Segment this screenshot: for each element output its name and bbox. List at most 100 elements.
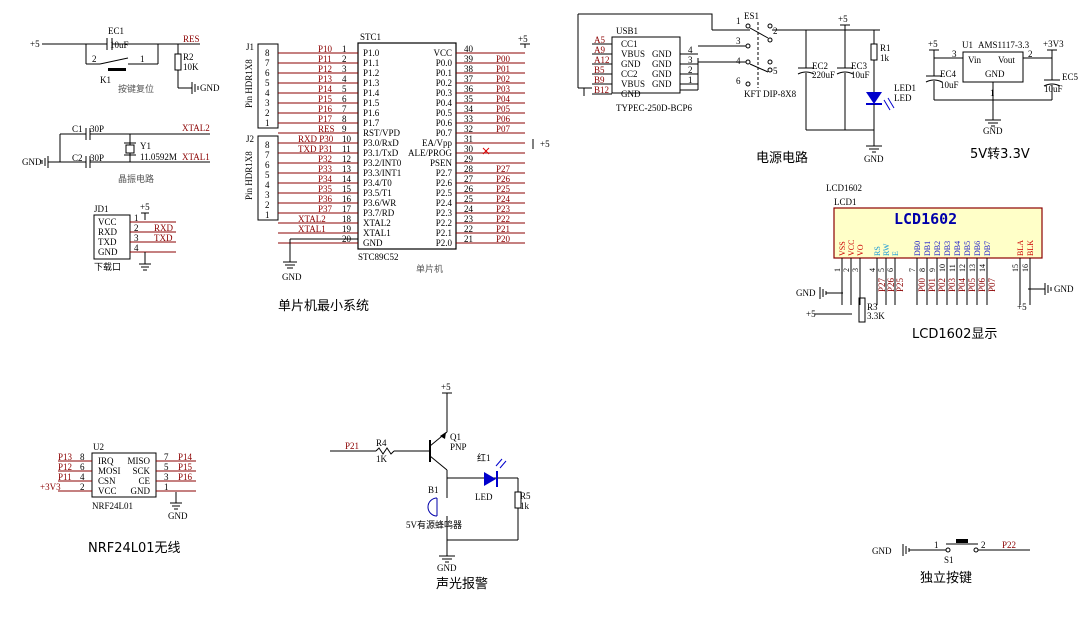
mcu-pin-number: 19: [342, 224, 352, 234]
lcd-net-label: P01: [927, 278, 937, 292]
lcd-net-label: P26: [886, 277, 896, 292]
reset-circuit: +5 EC1 10uF 2 1 K1 按键复位 RES R2 10K GND: [30, 26, 220, 94]
c2-value: 30P: [90, 153, 104, 163]
lcd-pin-name: DB4: [953, 241, 962, 256]
header-pin-number: 7: [265, 150, 270, 160]
lcd-net-label: P07: [987, 277, 997, 292]
alarm-caption: 声光报警: [436, 576, 488, 592]
mcu-pin-name: P2.3: [436, 208, 453, 218]
lcd-pin-number: 12: [958, 264, 967, 272]
lcd-pin-name: DB1: [923, 241, 932, 256]
svg-text:GND: GND: [437, 563, 457, 573]
mcu-pin-name: RST/VPD: [363, 128, 401, 138]
nrf-net-label: P13: [58, 452, 73, 462]
mcu-pin-number: 33: [464, 114, 474, 124]
header-pin-number: 4: [265, 180, 270, 190]
mcu-pin-name: XTAL1: [363, 228, 391, 238]
svg-text:GND: GND: [872, 546, 892, 556]
mcu-pin-number: 30: [464, 144, 474, 154]
mcu-net-label: P05: [496, 104, 511, 114]
mcu-net-label: P00: [496, 54, 511, 64]
nrf-net-label: P15: [178, 462, 193, 472]
ec3-value: 10uF: [851, 70, 870, 80]
key-circuit: GND 1 2 S1 P22 独立按键: [872, 539, 1030, 586]
mcu-pin-name: P3.6/WR: [363, 198, 396, 208]
nrf-pin-name: MOSI: [98, 466, 121, 476]
lcd-pin-name: RS: [873, 246, 882, 256]
b1-ref: B1: [428, 485, 439, 495]
u1-value: AMS1117-3.3: [978, 40, 1030, 50]
svg-text:1: 1: [934, 540, 939, 550]
nrf-pin-number: 4: [80, 472, 85, 482]
mcu-pin-number: 27: [464, 174, 474, 184]
ec5-ref: EC5: [1062, 72, 1079, 82]
nrf-pin-number: 5: [164, 462, 169, 472]
ec1-ref: EC1: [108, 26, 124, 36]
svg-text:GND: GND: [864, 154, 884, 164]
mcu-pin-number: 16: [342, 194, 352, 204]
usb-pin-name: GND: [652, 59, 672, 69]
lcd-pin-name: DB3: [943, 241, 952, 256]
lcd-pin-name: VCC: [847, 240, 856, 256]
ec5-value: 10uF: [1044, 84, 1063, 94]
header-pin-number: 7: [265, 58, 270, 68]
svg-text:1: 1: [140, 54, 145, 64]
mcu-pin-number: 2: [342, 54, 347, 64]
jd1-pin-number: 3: [134, 233, 139, 243]
mcu-net-label: RES: [318, 124, 335, 134]
nrf-net-label: +3V3: [40, 482, 61, 492]
usb1-ref: USB1: [616, 26, 638, 36]
mcu-net-label: P04: [496, 94, 511, 104]
mcu-pin-name: P1.7: [363, 118, 380, 128]
svg-text:2: 2: [92, 54, 97, 64]
lcd-pin-number: 5: [877, 268, 886, 272]
jd1-pin-number: 2: [134, 223, 139, 233]
lcd-net-label: P06: [977, 277, 987, 292]
mcu-pin-name: P1.3: [363, 78, 380, 88]
es-model: KFT DIP-8X8: [744, 89, 797, 99]
r1-value: 1k: [880, 53, 890, 63]
lcd-pin-name: BLA: [1016, 240, 1025, 256]
lcd-pin-name: DB0: [913, 241, 922, 256]
q1-ref: Q1: [450, 432, 461, 442]
svg-text:GND: GND: [282, 272, 302, 282]
nrf-pin-number: 2: [80, 482, 85, 492]
lcd-net-label: P05: [967, 277, 977, 292]
header-pin-number: 6: [265, 160, 270, 170]
lcd-pin-name: BLK: [1026, 240, 1035, 256]
r2-value: 10K: [183, 62, 199, 72]
r5-value: 1k: [520, 501, 530, 511]
mcu-net-label: P34: [318, 174, 333, 184]
mcu-net-label: XTAL1: [298, 224, 326, 234]
j1-type: Pin HDR1X8: [244, 59, 254, 108]
nrf-pin-number: 3: [164, 472, 169, 482]
u2-model: NRF24L01: [92, 501, 133, 511]
ldo-gnd: GND: [985, 69, 1005, 79]
q1-value: PNP: [450, 442, 467, 452]
usb-pin-number: 2: [688, 65, 693, 75]
header-pin-number: 6: [265, 68, 270, 78]
svg-text:+5: +5: [1017, 302, 1027, 312]
usb-pin-name: GND: [621, 89, 641, 99]
mcu-pin-name: P2.7: [436, 168, 453, 178]
lcd-pin-name: DB7: [983, 241, 992, 256]
nrf-pin-name: CSN: [98, 476, 116, 486]
header-pin-number: 8: [265, 140, 270, 150]
res-net: RES: [183, 34, 200, 44]
r4-value: 1K: [376, 454, 388, 464]
header-pin-number: 8: [265, 48, 270, 58]
nrf-pin-name: VCC: [98, 486, 117, 496]
header-pin-number: 4: [265, 88, 270, 98]
mcu-pin-name: P3.3/INT1: [363, 168, 401, 178]
mcu-pin-number: 23: [464, 214, 474, 224]
nrf-pin-name: SCK: [132, 466, 150, 476]
mcu-caption: 单片机: [416, 263, 443, 274]
mcu-net-label: P25: [496, 184, 511, 194]
jd1-ref: JD1: [94, 204, 109, 214]
mcu-min-caption: 单片机最小系统: [278, 299, 369, 314]
header-pin-number: 1: [265, 118, 270, 128]
mcu-net-label: P21: [496, 224, 510, 234]
